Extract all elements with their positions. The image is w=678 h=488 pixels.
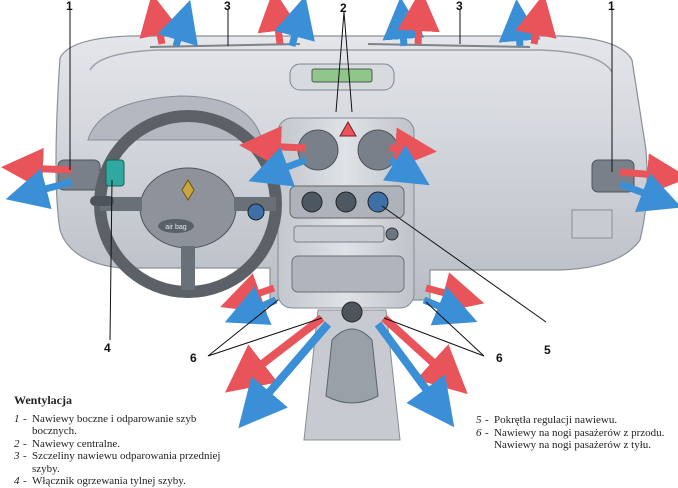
callout-1-left: 1 <box>66 0 73 13</box>
airflow-cold <box>382 0 425 47</box>
airflow-hot <box>239 125 307 168</box>
airflow-cold <box>5 168 73 210</box>
dashboard-top-edge <box>89 49 613 73</box>
windshield-defrost-slot-left <box>149 43 301 48</box>
airbag-badge <box>158 219 194 233</box>
airflow-cold <box>618 172 678 213</box>
legend-item: 2-Nawiewy centralne. <box>14 437 120 450</box>
glovebox-grille <box>571 209 613 239</box>
windshield-defrost-slot-right <box>367 43 531 48</box>
display-screen <box>311 68 373 83</box>
callout-2: 2 <box>340 1 347 15</box>
legend-item: Nawiewy na nogi pasażerów z tyłu. <box>494 439 652 451</box>
callout-4: 4 <box>104 341 111 355</box>
airflow-hot <box>397 0 440 45</box>
callout-5: 5 <box>544 343 551 357</box>
legend-item: 5-Pokrętła regulacji nawiewu. <box>476 414 618 426</box>
airflow-hot <box>515 0 557 45</box>
airflow-arrows <box>1 0 678 429</box>
callout-1-right: 1 <box>608 0 615 13</box>
airflow-hot <box>220 273 276 313</box>
legend-right: 5-Pokrętła regulacji nawiewu. 6-Nawiewy … <box>476 414 676 452</box>
airflow-hot <box>1 147 73 190</box>
legend-title: Wentylacja <box>14 393 72 407</box>
airflow-cold <box>157 0 198 48</box>
legend-item: 4-Włącznik ogrzewania tylnej szyby. <box>14 475 186 487</box>
airflow-hot <box>619 153 678 196</box>
airflow-hot <box>381 315 468 395</box>
callout-3-left: 3 <box>224 0 231 13</box>
storage-tray <box>291 255 405 293</box>
gear-knob <box>341 301 363 323</box>
airflow-cold <box>274 0 315 47</box>
airflow-cold <box>248 147 308 187</box>
legend-item: 1-Nawiewy boczne i odparowanie szyb bocz… <box>14 412 197 438</box>
airflow-cold <box>498 0 541 47</box>
callout-6-right: 6 <box>496 351 503 365</box>
legend-item: 6-Nawiewy na nogi pasażerów z przodu. <box>476 426 665 439</box>
control-knob-1 <box>301 191 323 213</box>
airbag-label: air bag <box>165 224 187 231</box>
airflow-cold <box>383 145 430 186</box>
legend-left: Wentylacja 1-Nawiewy boczne i odparowani… <box>14 394 234 488</box>
airflow-hot <box>224 314 325 393</box>
airflow-hot <box>425 272 485 313</box>
renault-logo-icon <box>181 179 195 201</box>
airflow-cold <box>238 321 332 429</box>
control-knob-3 <box>367 191 389 213</box>
callout-3-right: 3 <box>456 0 463 13</box>
airflow-cold <box>224 286 278 325</box>
airflow-cold <box>422 286 478 326</box>
airflow-hot <box>257 0 300 45</box>
hazard-button-icon <box>339 120 357 137</box>
airflow-cold <box>374 321 455 428</box>
small-button <box>385 227 399 241</box>
legend-item: 3-Szczeliny nawiewu odparowania przednie… <box>14 450 221 475</box>
gear-boot <box>325 328 379 404</box>
console-slot <box>293 225 385 243</box>
airflow-hot <box>389 127 437 170</box>
stalk-right-knob <box>247 203 265 221</box>
rear-defrost-switch <box>105 159 125 187</box>
leader-lines <box>69 10 613 357</box>
stalk-left <box>90 196 114 206</box>
control-knob-2 <box>335 191 357 213</box>
callout-6-left: 6 <box>190 351 197 365</box>
